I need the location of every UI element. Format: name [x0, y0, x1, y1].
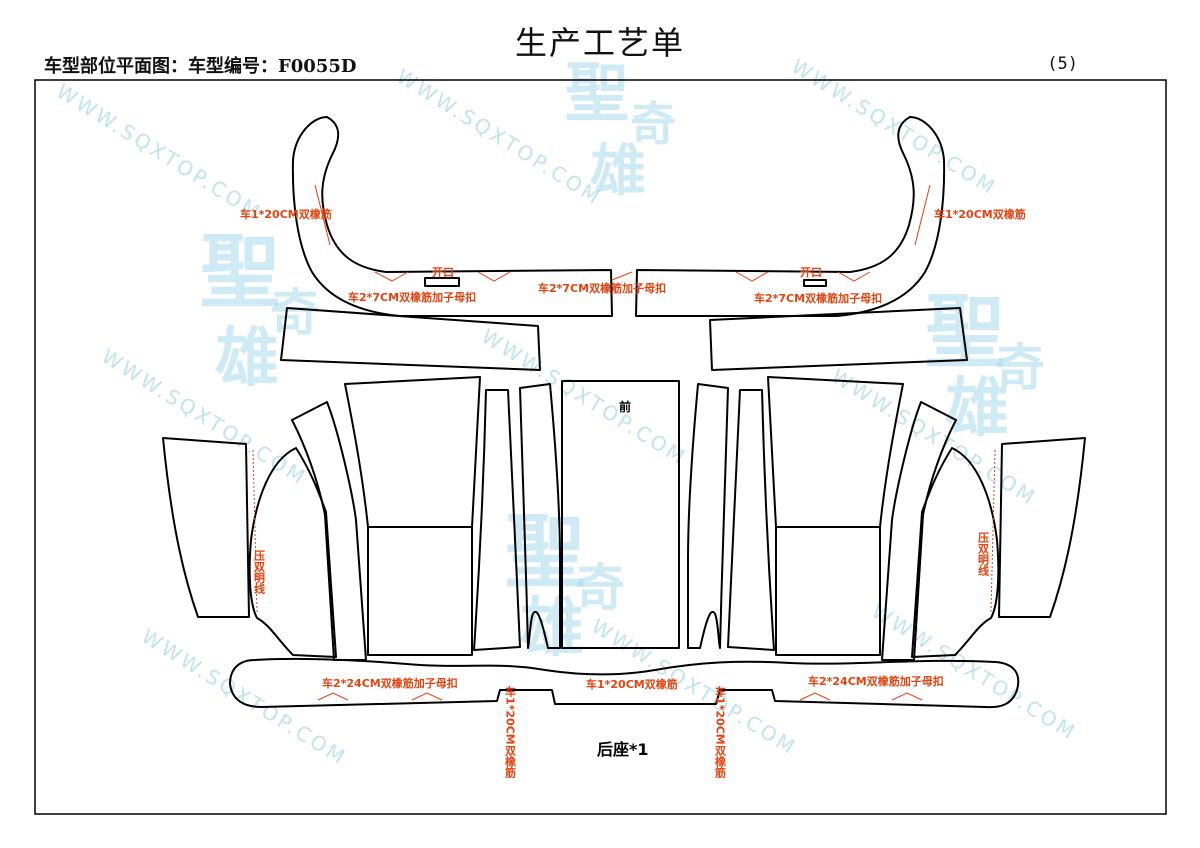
label-front: 前	[619, 399, 631, 414]
seam-marker	[611, 271, 633, 281]
seam-marker	[317, 692, 349, 701]
watermark-logo: 奇	[270, 283, 320, 342]
watermark-logo: 雄	[215, 321, 279, 396]
label-double-stitch-right: 压双明线	[977, 531, 990, 577]
label-elastic-24-right: 车2*24CM双橡筋加子母扣	[808, 674, 944, 688]
pattern-piece-right-panel	[998, 437, 1086, 618]
stitch-line	[252, 449, 258, 613]
pattern-piece-strip-right	[709, 307, 968, 371]
seam-marker	[914, 184, 931, 246]
pattern-piece-upper-right-arc	[635, 116, 946, 317]
watermark-logo: 奇	[630, 97, 676, 151]
label-elastic-7-right: 车2*7CM双橡筋加子母扣	[754, 291, 882, 305]
watermark-logo: 雄	[945, 371, 1009, 446]
watermark-logo: 奇	[995, 338, 1045, 397]
watermark-layer: WWW.SQXTOP.COM WWW.SQXTOP.COM WWW.SQXTOP…	[52, 54, 1081, 770]
pattern-piece-right-band	[881, 401, 957, 661]
pattern-piece-strip-left	[280, 307, 541, 371]
opening-slot-left	[424, 277, 460, 287]
seam-marker	[799, 692, 831, 701]
label-center-bottom-seam: 车1*20CM双橡筋	[586, 677, 678, 691]
pattern-piece-left-panel	[162, 437, 250, 618]
seam-marker	[374, 271, 409, 282]
pattern-piece-left-strip-2	[519, 383, 561, 649]
label-opening-left: 开口	[432, 266, 454, 279]
pattern-piece-right-strip-1	[727, 389, 775, 651]
watermark-url: WWW.SQXTOP.COM	[477, 324, 691, 470]
pattern-piece-left-main-top	[344, 376, 481, 528]
pattern-piece-left-band	[291, 401, 367, 661]
label-seam-20-left: 车1*20CM双橡筋	[240, 207, 332, 221]
label-vertical-seam-left: 车1*20CM双橡筋	[504, 685, 518, 779]
seam-marker	[837, 271, 871, 282]
label-vertical-seam-right: 车1*20CM双橡筋	[714, 685, 728, 779]
label-elastic-7-left: 车2*7CM双橡筋加子母扣	[348, 290, 476, 304]
pattern-piece-bottom-band	[229, 657, 1020, 709]
opening-slot-right	[803, 279, 827, 287]
watermark-url: WWW.SQXTOP.COM	[137, 624, 351, 770]
seam-marker	[411, 692, 443, 701]
watermark-url: WWW.SQXTOP.COM	[52, 79, 266, 225]
label-rear-seat: 后座*1	[597, 740, 649, 759]
page-title: 生产工艺单	[514, 24, 685, 62]
watermark-logo: 奇	[575, 558, 625, 617]
watermark-url: WWW.SQXTOP.COM	[787, 54, 1001, 200]
pattern-piece-left-strip-1	[473, 389, 521, 651]
watermark-logo: 聖	[925, 285, 1005, 379]
watermark-logo: 聖	[200, 225, 280, 319]
seam-marker	[891, 692, 923, 701]
seam-marker	[735, 271, 769, 282]
label-opening-right: 开口	[800, 266, 822, 279]
drawing-frame	[34, 79, 1167, 815]
watermark-url: WWW.SQXTOP.COM	[97, 344, 311, 490]
seam-marker	[477, 271, 511, 282]
label-seam-20-right: 车1*20CM双橡筋	[934, 207, 1026, 221]
model-subtitle: 车型部位平面图：车型编号：F0055D	[44, 56, 357, 77]
label-double-stitch-left: 压双明线	[253, 549, 266, 595]
watermark-logo: 聖	[565, 56, 629, 131]
pattern-piece-right-strip-2	[687, 383, 729, 649]
watermark-url: WWW.SQXTOP.COM	[867, 599, 1081, 745]
pattern-piece-center-front	[561, 380, 680, 649]
watermark-logo: 聖	[505, 505, 585, 599]
stitch-line	[990, 449, 996, 613]
seam-marker	[314, 184, 331, 246]
watermark-logo: 雄	[590, 138, 646, 204]
page-number: (5)	[1047, 54, 1078, 74]
pattern-piece-right-main-bottom	[775, 526, 881, 656]
label-elastic-7-center: 车2*7CM双橡筋加子母扣	[538, 281, 666, 295]
label-elastic-24-left: 车2*24CM双橡筋加子母扣	[322, 676, 458, 690]
pattern-piece-left-main-bottom	[367, 526, 473, 656]
